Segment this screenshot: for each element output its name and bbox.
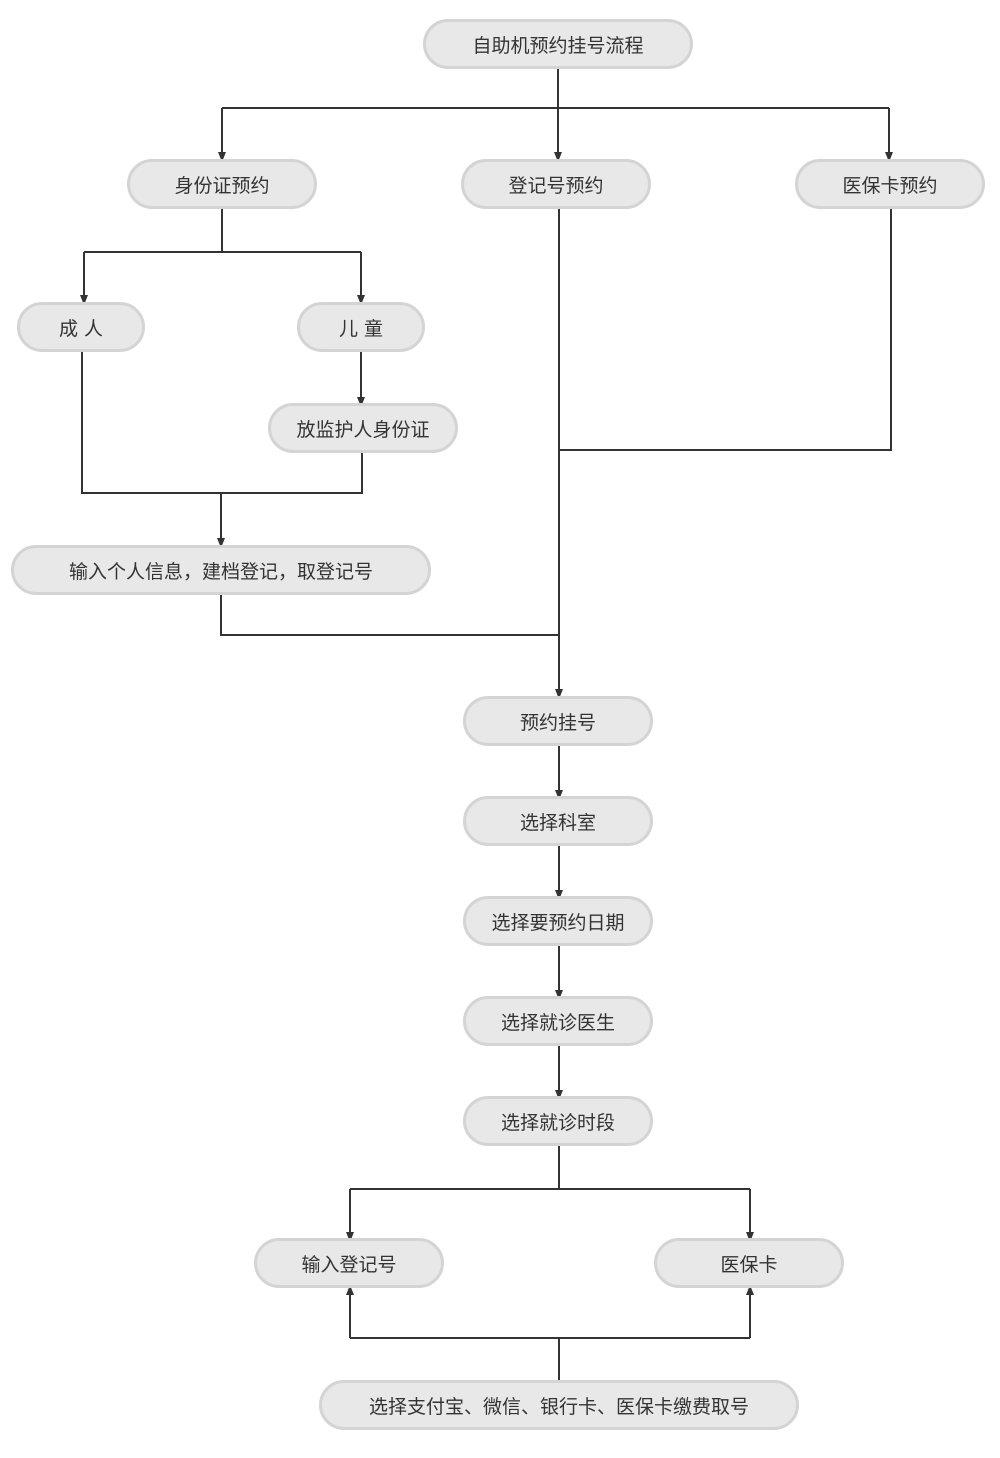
node-guardian: 放监护人身份证 <box>268 403 458 453</box>
node-id-card: 身份证预约 <box>127 159 317 209</box>
connector-insurance-path <box>559 208 892 451</box>
node-input-reg: 输入登记号 <box>254 1238 444 1288</box>
node-ins-card: 医保卡 <box>654 1238 844 1288</box>
connector-adult-merge <box>81 351 221 494</box>
node-date: 选择要预约日期 <box>463 896 653 946</box>
node-doctor: 选择就诊医生 <box>463 996 653 1046</box>
node-child: 儿 童 <box>297 302 425 352</box>
node-payment: 选择支付宝、微信、银行卡、医保卡缴费取号 <box>319 1380 799 1430</box>
node-slot: 选择就诊时段 <box>463 1096 653 1146</box>
node-reg-no: 登记号预约 <box>461 159 651 209</box>
connector-guardian-merge <box>221 452 363 494</box>
node-adult: 成 人 <box>17 302 145 352</box>
connector-input-info-path <box>220 594 559 636</box>
node-insurance: 医保卡预约 <box>795 159 985 209</box>
node-reserve: 预约挂号 <box>463 696 653 746</box>
node-dept: 选择科室 <box>463 796 653 846</box>
node-input-info: 输入个人信息，建档登记，取登记号 <box>11 545 431 595</box>
node-start: 自助机预约挂号流程 <box>423 19 693 69</box>
